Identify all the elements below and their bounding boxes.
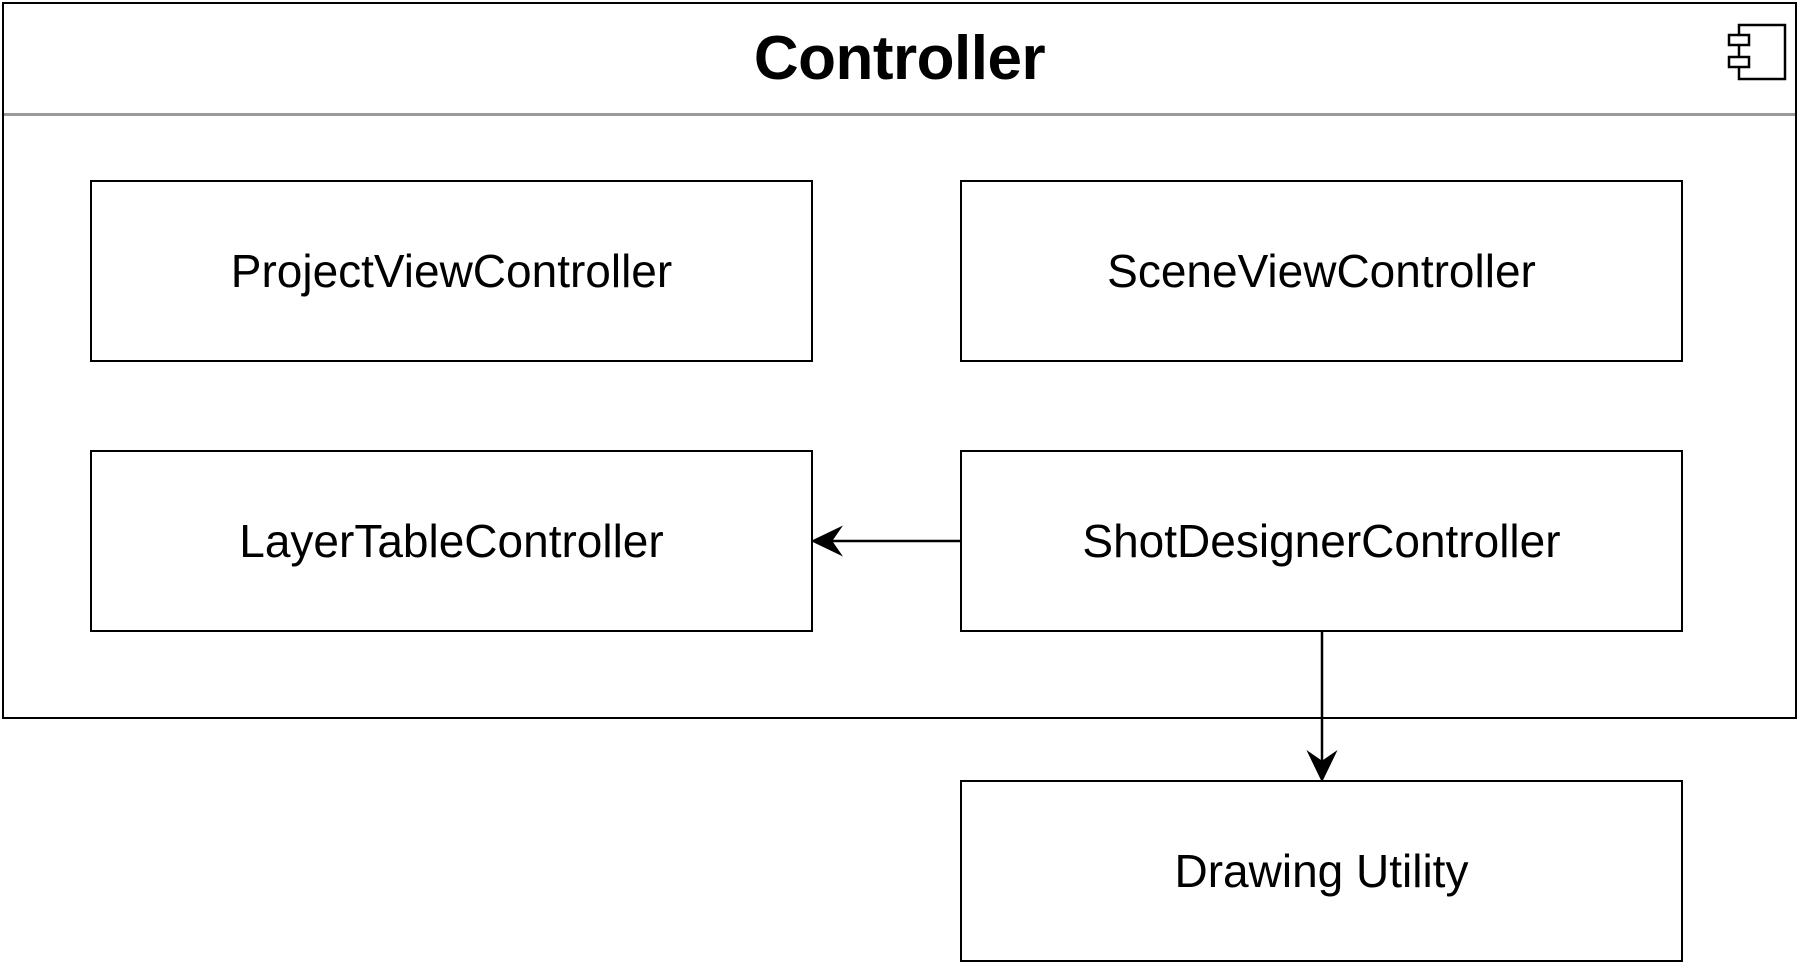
shot-designer-controller-box[interactable]: ShotDesignerController xyxy=(960,450,1683,632)
project-view-controller-label: ProjectViewController xyxy=(230,245,673,297)
package-header: Controller xyxy=(4,4,1795,116)
component-icon xyxy=(1727,23,1787,81)
shot-designer-controller-label: ShotDesignerController xyxy=(1082,515,1561,567)
layer-table-controller-box[interactable]: LayerTableController xyxy=(90,450,813,632)
drawing-utility-box[interactable]: Drawing Utility xyxy=(960,780,1683,962)
project-view-controller-box[interactable]: ProjectViewController xyxy=(90,180,813,362)
package-title: Controller xyxy=(753,24,1046,93)
drawing-utility-label: Drawing Utility xyxy=(1174,845,1469,897)
scene-view-controller-box[interactable]: SceneViewController xyxy=(960,180,1683,362)
scene-view-controller-label: SceneViewController xyxy=(1107,245,1536,297)
layer-table-controller-label: LayerTableController xyxy=(239,515,664,567)
